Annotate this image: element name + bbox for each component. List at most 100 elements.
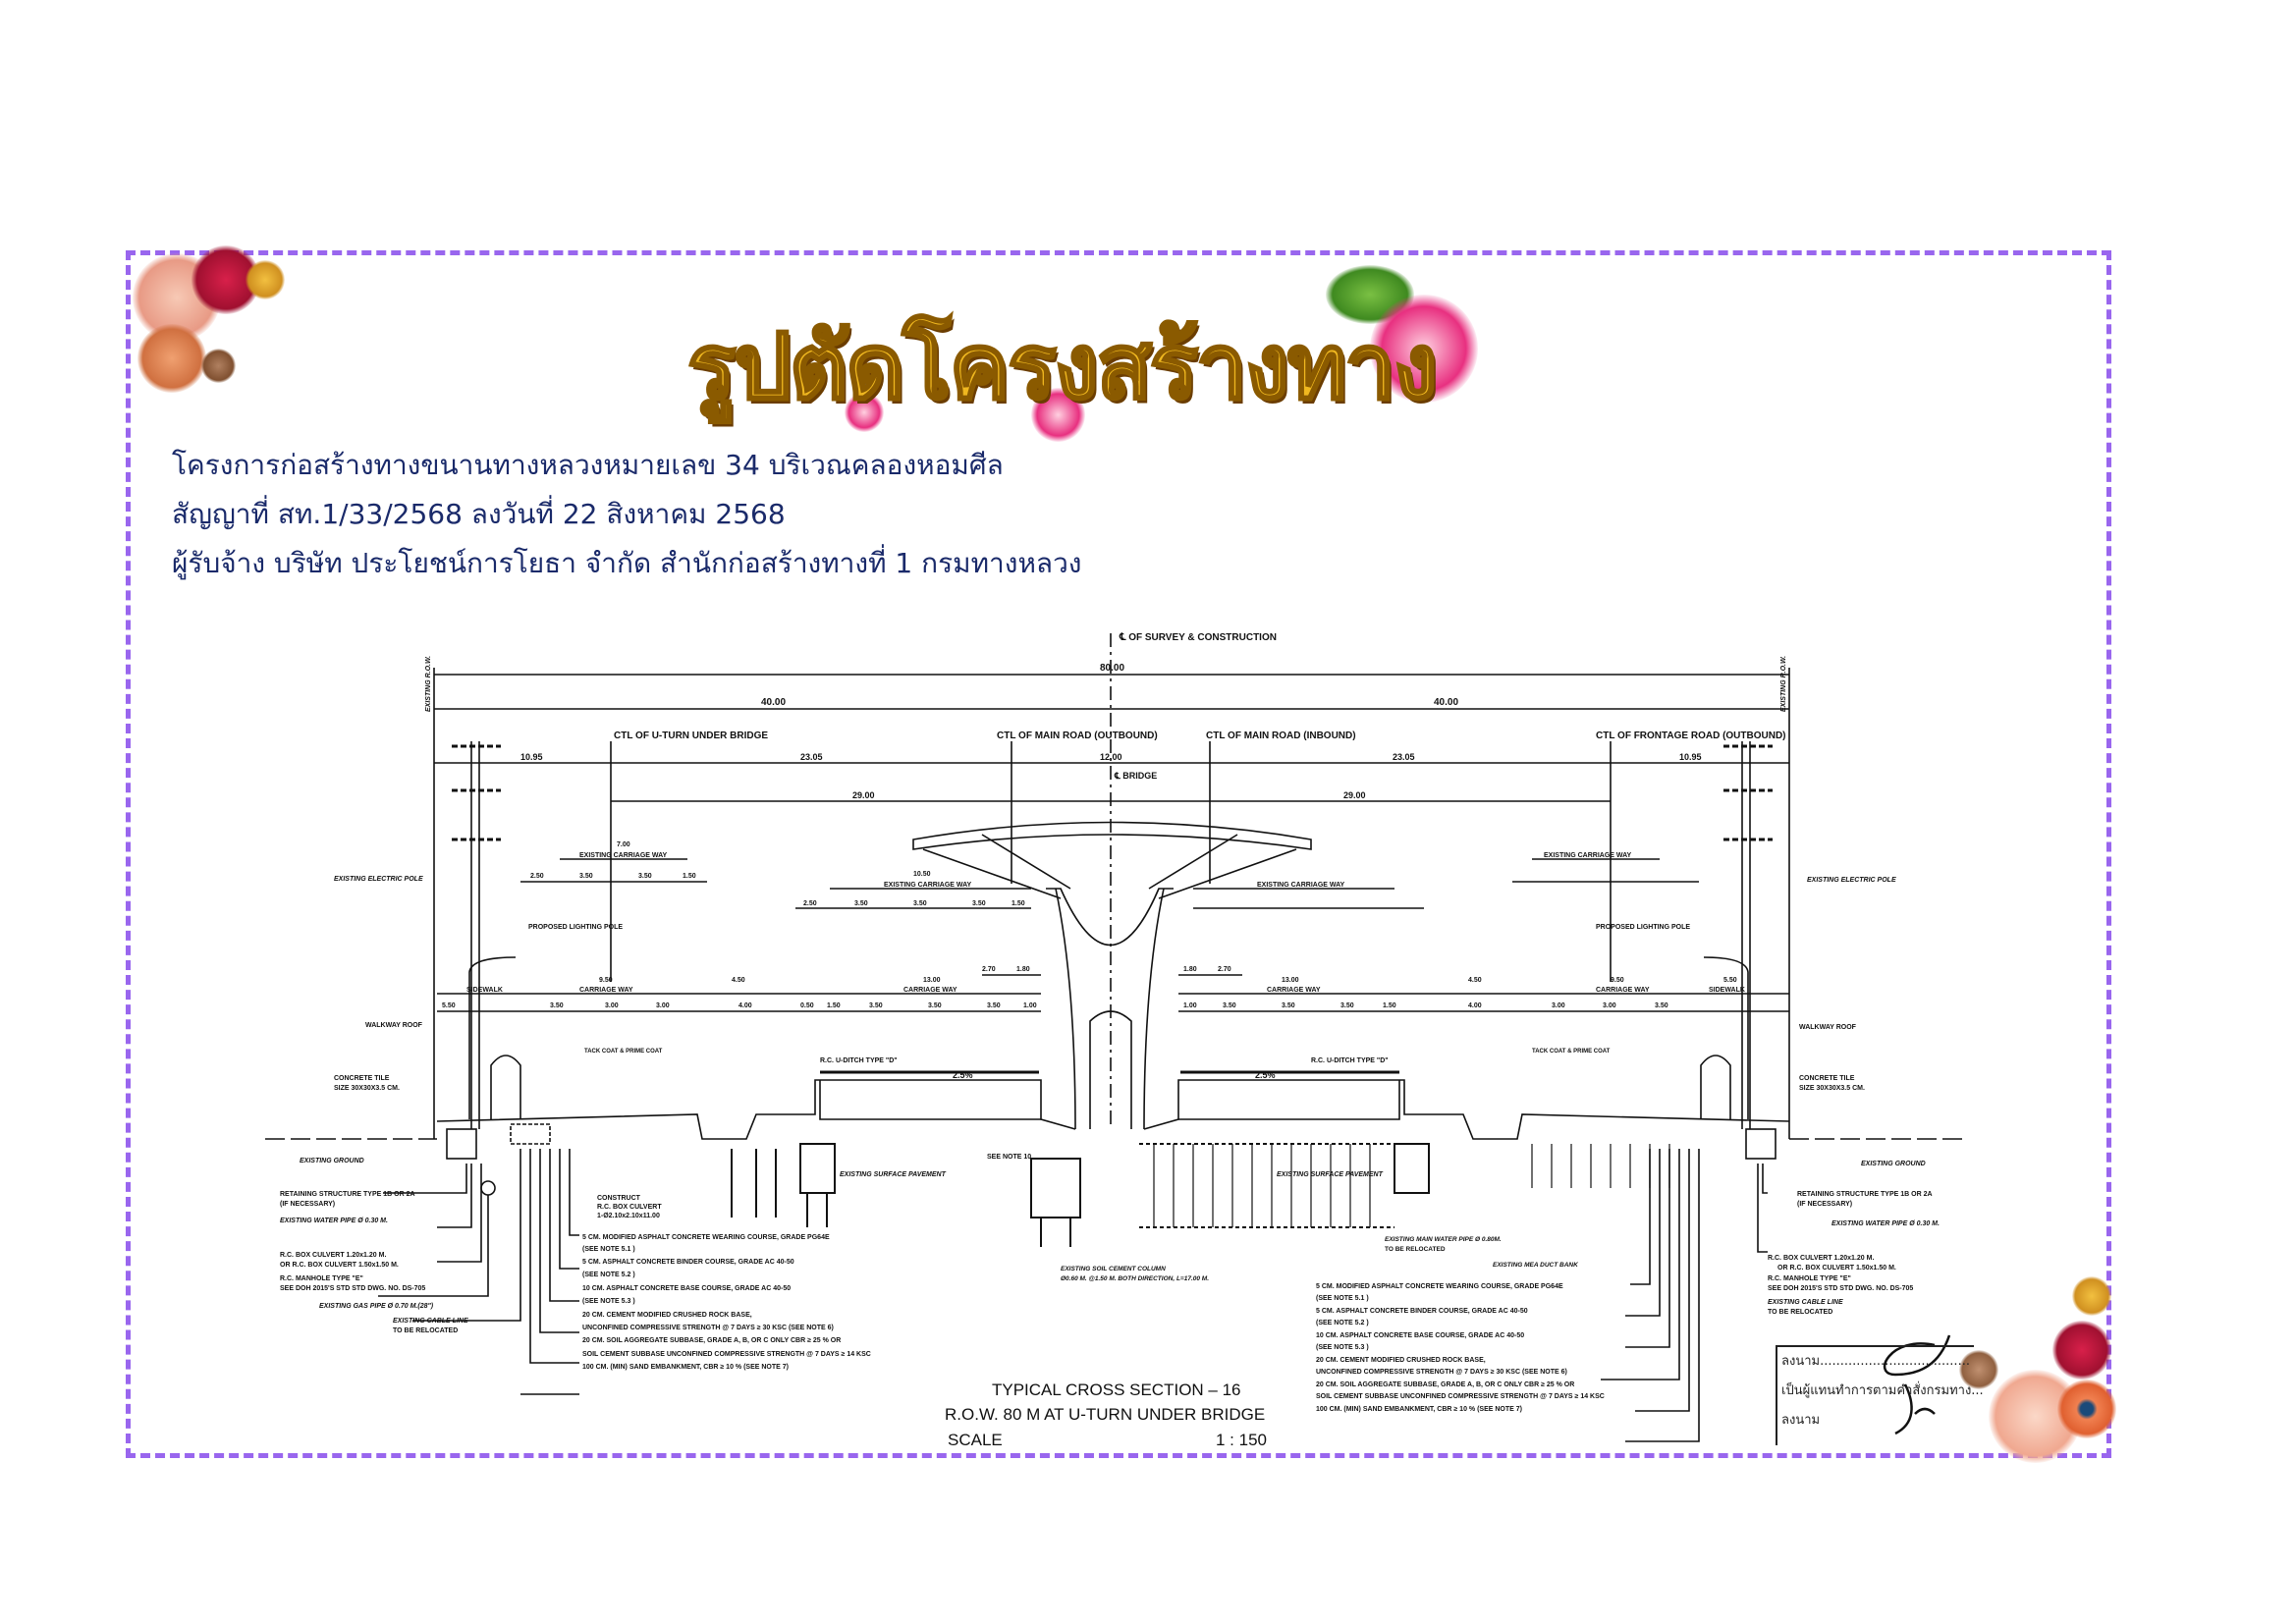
label-tack-coat: TACK COAT & PRIME COAT — [1532, 1049, 1611, 1055]
svg-text:1.50: 1.50 — [683, 873, 696, 880]
contractor-info: ผู้รับจ้าง บริษัท ประโยชน์การโยธา จำกัด … — [172, 547, 1082, 579]
svg-text:3.50: 3.50 — [1340, 1002, 1354, 1009]
svg-text:OR R.C. BOX CULVERT 1.50x1.50: OR R.C. BOX CULVERT 1.50x1.50 M. — [280, 1262, 399, 1269]
svg-text:2.50: 2.50 — [530, 873, 544, 880]
pavement-layers-right: 5 CM. MODIFIED ASPHALT CONCRETE WEARING … — [1316, 1283, 1605, 1413]
svg-text:20 CM. SOIL AGGREGATE SUBBASE,: 20 CM. SOIL AGGREGATE SUBBASE, GRADE A, … — [582, 1337, 841, 1344]
svg-text:3.50: 3.50 — [1282, 1002, 1295, 1009]
dim: 12.00 — [1100, 752, 1122, 762]
svg-text:SEE DOH 2015'S STD STD DWG. NO: SEE DOH 2015'S STD STD DWG. NO. DS-705 — [1768, 1285, 1913, 1292]
svg-text:3.50: 3.50 — [987, 1002, 1001, 1009]
label-existing-carriage: EXISTING CARRIAGE WAY — [1257, 882, 1345, 889]
svg-text:1.50: 1.50 — [827, 1002, 841, 1009]
svg-text:(SEE NOTE 5.2 ): (SEE NOTE 5.2 ) — [582, 1272, 635, 1278]
svg-text:EXISTING WATER PIPE Ø 0.30 M.: EXISTING WATER PIPE Ø 0.30 M. — [1831, 1220, 1940, 1227]
svg-text:3.50: 3.50 — [550, 1002, 564, 1009]
svg-text:1.80: 1.80 — [1183, 966, 1197, 973]
svg-text:5 CM. ASPHALT CONCRETE BINDER: 5 CM. ASPHALT CONCRETE BINDER COURSE, GR… — [1316, 1308, 1528, 1315]
dim: 10.95 — [1679, 752, 1702, 762]
svg-text:7.00: 7.00 — [617, 841, 630, 848]
signature-line-2: ลงนาม — [1781, 1413, 1821, 1428]
svg-text:5.50: 5.50 — [1723, 977, 1737, 984]
svg-text:R.C. MANHOLE TYPE "E": R.C. MANHOLE TYPE "E" — [280, 1275, 363, 1282]
svg-text:(SEE NOTE 5.1 ): (SEE NOTE 5.1 ) — [1316, 1295, 1369, 1302]
label-walkway-roof: WALKWAY ROOF — [365, 1022, 423, 1029]
svg-text:3.50: 3.50 — [854, 900, 868, 907]
svg-text:5 CM. ASPHALT CONCRETE BINDER: 5 CM. ASPHALT CONCRETE BINDER COURSE, GR… — [582, 1259, 794, 1266]
label-lighting-pole: PROPOSED LIGHTING POLE — [528, 924, 623, 931]
svg-text:20 CM. CEMENT MODIFIED CRUSHED: 20 CM. CEMENT MODIFIED CRUSHED ROCK BASE… — [582, 1312, 752, 1319]
label-see-note-10: SEE NOTE 10 — [987, 1154, 1031, 1161]
page-border — [126, 250, 2111, 1458]
signature-box: ลงนาม...................................… — [1776, 1345, 1984, 1445]
label-soil-cement: EXISTING SOIL CEMENT COLUMN — [1061, 1266, 1166, 1272]
svg-text:10 CM. ASPHALT CONCRETE BASE C: 10 CM. ASPHALT CONCRETE BASE COURSE, GRA… — [1316, 1332, 1524, 1339]
svg-text:5.50: 5.50 — [442, 1002, 456, 1009]
label-u-ditch: R.C. U-DITCH TYPE "D" — [820, 1057, 898, 1064]
svg-text:1.80: 1.80 — [1016, 966, 1030, 973]
label-ctl-main-in: CTL OF MAIN ROAD (INBOUND) — [1206, 731, 1356, 741]
label-sidewalk: SIDEWALK — [1709, 987, 1745, 994]
svg-text:20 CM. SOIL AGGREGATE SUBBASE,: 20 CM. SOIL AGGREGATE SUBBASE, GRADE A, … — [1316, 1381, 1574, 1388]
label-culvert: CONSTRUCT — [597, 1195, 641, 1202]
svg-text:EXISTING WATER PIPE Ø 0.30 M.: EXISTING WATER PIPE Ø 0.30 M. — [280, 1218, 388, 1224]
svg-text:13.00: 13.00 — [923, 977, 941, 984]
signature-line: ลงนาม...................................… — [1781, 1354, 1970, 1369]
dim-row-left: 40.00 — [761, 697, 786, 708]
svg-text:2.70: 2.70 — [982, 966, 996, 973]
svg-text:SOIL CEMENT SUBBASE UNCONFINED: SOIL CEMENT SUBBASE UNCONFINED COMPRESSI… — [582, 1351, 871, 1358]
label-electric-pole: EXISTING ELECTRIC POLE — [1807, 877, 1896, 884]
svg-text:3.50: 3.50 — [1223, 1002, 1236, 1009]
svg-text:4.50: 4.50 — [732, 977, 745, 984]
dim-row-right: 40.00 — [1434, 697, 1458, 708]
label-soil-cement: Ø0.60 M. @1.50 M. BOTH DIRECTION, L=17.0… — [1061, 1275, 1209, 1282]
label-surface-pavement: EXISTING SURFACE PAVEMENT — [1277, 1171, 1384, 1178]
label-tile: CONCRETE TILE — [334, 1075, 390, 1082]
label-culvert: R.C. BOX CULVERT — [597, 1204, 662, 1211]
svg-text:10.50: 10.50 — [913, 871, 931, 878]
label-ground: EXISTING GROUND — [300, 1158, 364, 1164]
caption-title: TYPICAL CROSS SECTION – 16 — [992, 1380, 1241, 1399]
svg-text:4.00: 4.00 — [1468, 1002, 1482, 1009]
lane-dimensions: 5.50 9.50 3.50 3.00 3.00 4.50 4.00 0.50 1.50… — [442, 966, 1737, 1009]
svg-text:4.50: 4.50 — [1468, 977, 1482, 984]
svg-text:R.C. BOX CULVERT 1.20x1.20 M.: R.C. BOX CULVERT 1.20x1.20 M. — [280, 1252, 386, 1259]
label-mea-duct: EXISTING MEA DUCT BANK — [1493, 1262, 1579, 1269]
page-title: รูปตัดโครงสร้างทาง — [686, 312, 1440, 421]
label-ctl-main-out: CTL OF MAIN ROAD (OUTBOUND) — [997, 731, 1158, 741]
label-walkway-roof: WALKWAY ROOF — [1799, 1024, 1857, 1031]
label-existing-row: EXISTING R.O.W. — [425, 656, 432, 712]
label-tile: CONCRETE TILE — [1799, 1075, 1855, 1082]
label-surface-pavement: EXISTING SURFACE PAVEMENT — [840, 1171, 947, 1178]
svg-text:3.50: 3.50 — [1655, 1002, 1668, 1009]
svg-text:0.50: 0.50 — [800, 1002, 814, 1009]
label-u-ditch: R.C. U-DITCH TYPE "D" — [1311, 1057, 1389, 1064]
svg-text:13.00: 13.00 — [1282, 977, 1299, 984]
svg-text:3.50: 3.50 — [972, 900, 986, 907]
label-ground: EXISTING GROUND — [1861, 1161, 1926, 1167]
svg-text:1.00: 1.00 — [1183, 1002, 1197, 1009]
svg-text:3.50: 3.50 — [913, 900, 927, 907]
signature-role: เป็นผู้แทนทำการตามคำสั่งกรมทาง... — [1781, 1383, 1984, 1398]
label-slope: 2.5% — [1255, 1070, 1276, 1080]
svg-text:SEE DOH 2015'S STD STD DWG. NO: SEE DOH 2015'S STD STD DWG. NO. DS-705 — [280, 1285, 425, 1292]
label-tile-size: SIZE 30X30X3.5 CM. — [334, 1085, 400, 1092]
svg-text:EXISTING CABLE LINE: EXISTING CABLE LINE — [1768, 1299, 1843, 1306]
label-existing-carriage: EXISTING CARRIAGE WAY — [1544, 852, 1632, 859]
label-carriage: CARRIAGE WAY — [579, 987, 633, 994]
label-carriage: CARRIAGE WAY — [1267, 987, 1321, 994]
svg-text:9.50: 9.50 — [599, 977, 613, 984]
svg-text:(SEE NOTE 5.2 ): (SEE NOTE 5.2 ) — [1316, 1320, 1369, 1326]
right-notes: RETAINING STRUCTURE TYPE 1B OR 2A (IF NE… — [1768, 1191, 1940, 1316]
label-existing-carriage: EXISTING CARRIAGE WAY — [884, 882, 972, 889]
label-centerline: ℄ OF SURVEY & CONSTRUCTION — [1119, 632, 1277, 643]
label-carriage: CARRIAGE WAY — [1596, 987, 1650, 994]
svg-text:3.00: 3.00 — [1552, 1002, 1565, 1009]
label-tack-coat: TACK COAT & PRIME COAT — [584, 1049, 663, 1055]
svg-text:1.50: 1.50 — [1383, 1002, 1396, 1009]
svg-text:UNCONFINED COMPRESSIVE STRENGT: UNCONFINED COMPRESSIVE STRENGTH @ 7 DAYS… — [1316, 1369, 1567, 1376]
caption-scale-value: 1 : 150 — [1216, 1431, 1267, 1449]
svg-text:3.00: 3.00 — [605, 1002, 619, 1009]
label-ctl-frontage: CTL OF FRONTAGE ROAD (OUTBOUND) — [1596, 731, 1786, 741]
label-existing-row: EXISTING R.O.W. — [1780, 656, 1787, 712]
